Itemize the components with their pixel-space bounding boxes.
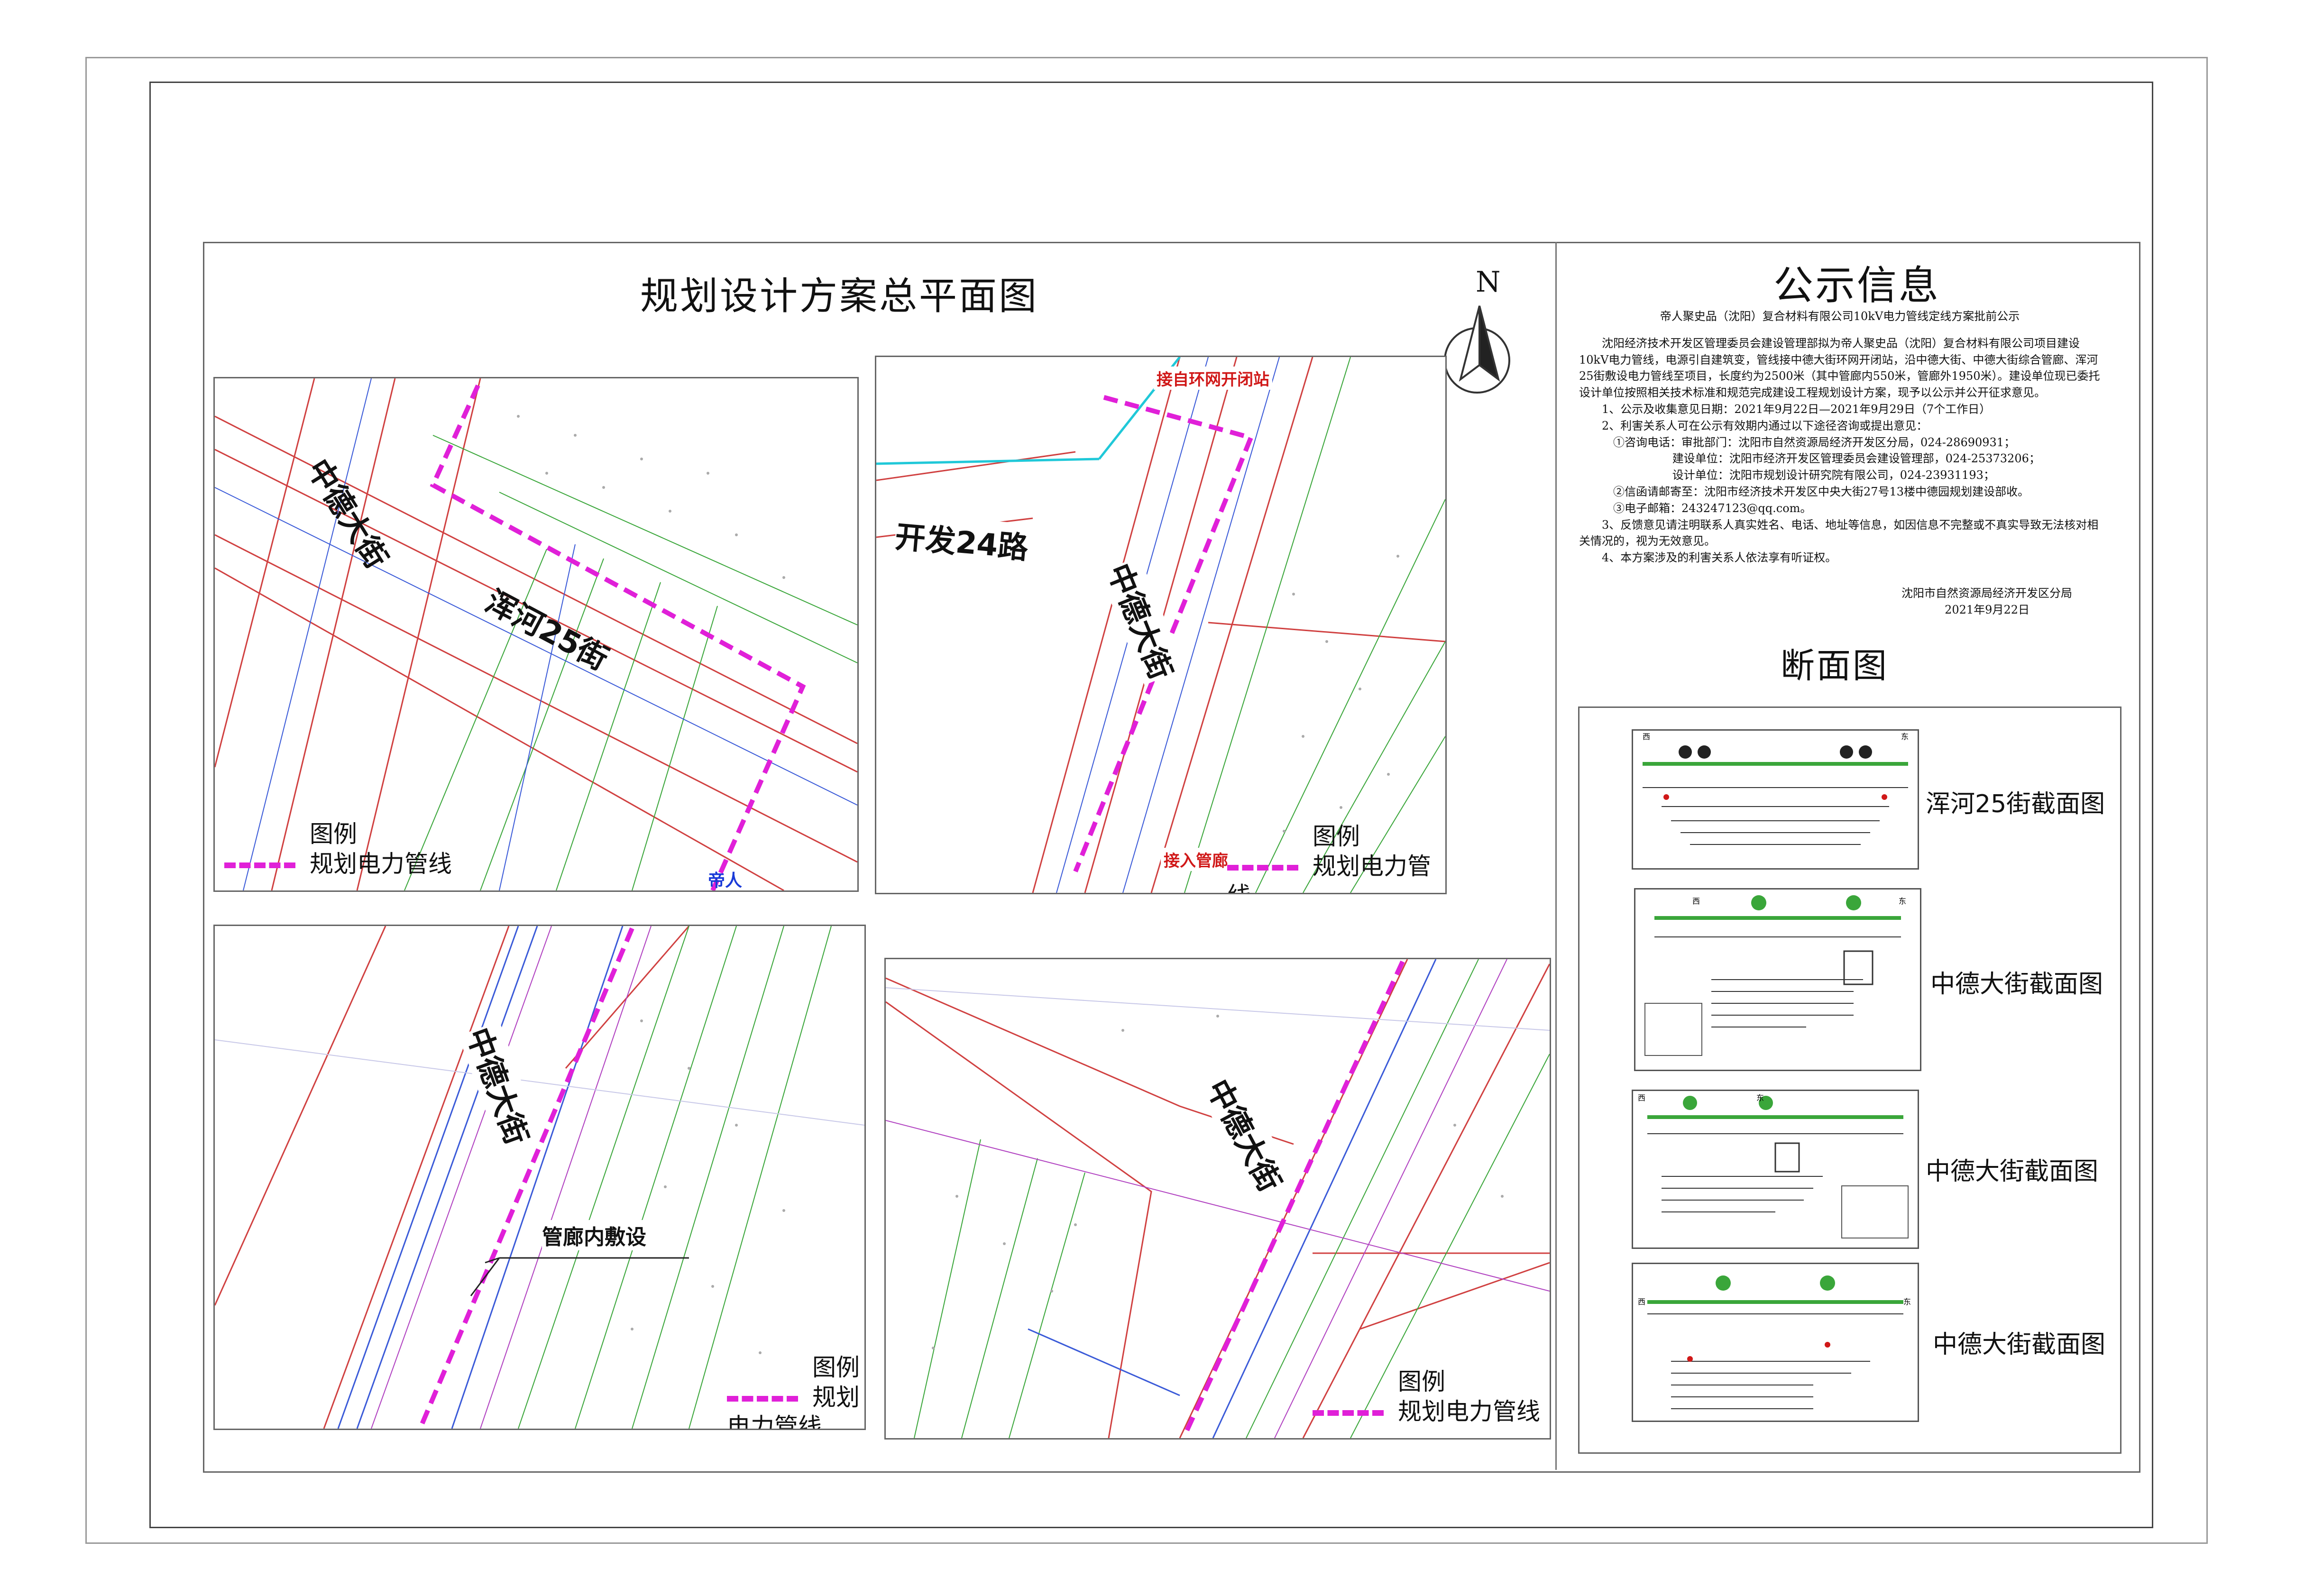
map-panel-3: 中德大街 管廊内敷设 图例 规划电力管线 <box>213 925 866 1430</box>
legend-2: 图例 规划电力管线 <box>1227 822 1445 893</box>
legend-item: 规划电力管线 <box>310 850 452 878</box>
pipeline-dash-icon <box>224 862 295 868</box>
legend-title: 图例 <box>1313 823 1360 850</box>
map-drawing-4 <box>886 959 1550 1438</box>
compass-icon <box>1444 305 1510 394</box>
tag-utility-tunnel: 接入管廊 <box>1161 848 1231 871</box>
notice-item-9: 4、本方案涉及的利害关系人依法享有听证权。 <box>1602 551 1837 565</box>
notice-item-4: 建设单位：沈阳市经济开发区管理委员会建设管理部，024-25373206； <box>1672 452 2040 466</box>
dir-east: 东 <box>1901 732 1909 741</box>
legend-title: 图例 <box>310 820 357 848</box>
notice-item-5: 设计单位：沈阳市规划设计研究院有限公司，024-23931193； <box>1672 468 1995 482</box>
legend-4: 图例 规划电力管线 <box>1313 1367 1540 1426</box>
dir-west: 西 <box>1692 897 1700 906</box>
dir-east: 东 <box>1899 897 1906 906</box>
legend-item: 规划电力管线 <box>1398 1397 1540 1425</box>
legend-item: 规划电力管线 <box>727 1383 860 1430</box>
legend-title: 图例 <box>812 1354 860 1381</box>
legend-item: 规划电力管线 <box>1227 852 1431 893</box>
map-panel-2: 接自环网开闭站 接入管廊 开发24路 中德大街 图例 规划电力管线 <box>875 356 1447 894</box>
dir-west: 西 <box>1643 732 1650 741</box>
dir-west: 西 <box>1638 1093 1645 1102</box>
section-drawing-3: 西 东 <box>1632 1090 1919 1249</box>
pipeline-dash-icon <box>1227 865 1298 871</box>
legend-1: 图例 规划电力管线 <box>224 819 452 879</box>
notice-body: 沈阳经济技术开发区管理委员会建设管理部拟为帝人聚史品（沈阳）复合材料有限公司项目… <box>1579 336 2100 400</box>
section-drawing-2: 西 东 <box>1634 888 1921 1071</box>
map-drawing-3 <box>215 926 864 1429</box>
section-drawing-1: 西 东 <box>1632 729 1919 870</box>
notice-item-1: 1、公示及收集意见日期：2021年9月22日—2021年9月29日（7个工作日） <box>1602 402 1991 416</box>
notice-item-2: 2、利害关系人可在公示有效期内通过以下途径咨询或提出意见： <box>1602 419 1928 432</box>
dir-east: 东 <box>1903 1297 1911 1306</box>
notice-item-6: ②信函请邮寄至：沈阳市经济技术开发区中央大街27号13楼中德园规划建设部收。 <box>1613 485 2030 498</box>
map-title: 规划设计方案总平面图 <box>640 274 1038 318</box>
notice-item-8: 3、反馈意见请注明联系人真实姓名、电话、地址等信息，如因信息不完整或不真实导致无… <box>1579 518 2099 548</box>
sections-title: 断面图 <box>1781 646 1889 686</box>
map-panel-4: 中德大街 图例 规划电力管线 <box>884 958 1551 1440</box>
section-drawing-4: 西 东 <box>1632 1263 1919 1422</box>
pipeline-dash-icon <box>727 1396 798 1402</box>
section-label-3: 中德大街截面图 <box>1926 1157 2099 1186</box>
notice-item-7: ③电子邮箱：243247123@qq.com。 <box>1613 501 1812 515</box>
notice-text: 帝人聚史品（沈阳）复合材料有限公司10kV电力管线定线方案批前公示 沈阳经济技术… <box>1579 308 2101 618</box>
notice-item-3: ①咨询电话：审批部门：沈阳市自然资源局经济开发区分局，024-28690931； <box>1613 435 2016 449</box>
column-divider <box>1555 242 1557 1470</box>
dir-west: 西 <box>1638 1297 1645 1306</box>
notice-date: 2021年9月22日 <box>1945 603 2030 616</box>
notice-title: 公示信息 <box>1773 262 1941 309</box>
outer-frame <box>85 57 2208 1544</box>
map-panel-1: 中德大街 浑河25街 帝人 图例 规划电力管线 <box>213 377 859 892</box>
tunnel-note: 管廊内敷设 <box>542 1220 646 1250</box>
north-label: N <box>1476 266 1501 299</box>
north-arrow: N <box>1442 266 1527 408</box>
tag-ring-network: 接自环网开闭站 <box>1154 367 1272 390</box>
inner-frame <box>149 82 2153 1528</box>
legend-3: 图例 规划电力管线 <box>727 1353 864 1430</box>
pipeline-dash-icon <box>1313 1410 1384 1416</box>
section-label-2: 中德大街截面图 <box>1930 970 2103 999</box>
site-label: 帝人 <box>708 871 743 890</box>
legend-title: 图例 <box>1398 1368 1445 1395</box>
section-label-4: 中德大街截面图 <box>1933 1330 2106 1359</box>
drawing-frame <box>203 242 2140 1473</box>
notice-signer: 沈阳市自然资源局经济开发区分局 <box>1901 586 2072 600</box>
section-label-1: 浑河25街截面图 <box>1926 790 2105 818</box>
map-drawing-1 <box>215 378 857 890</box>
dir-east: 东 <box>1756 1093 1764 1102</box>
notice-subtitle: 帝人聚史品（沈阳）复合材料有限公司10kV电力管线定线方案批前公示 <box>1660 310 2020 323</box>
sections-box: 西 东 浑河25街截面图 西 东 中德大街截面图 <box>1578 706 2121 1454</box>
